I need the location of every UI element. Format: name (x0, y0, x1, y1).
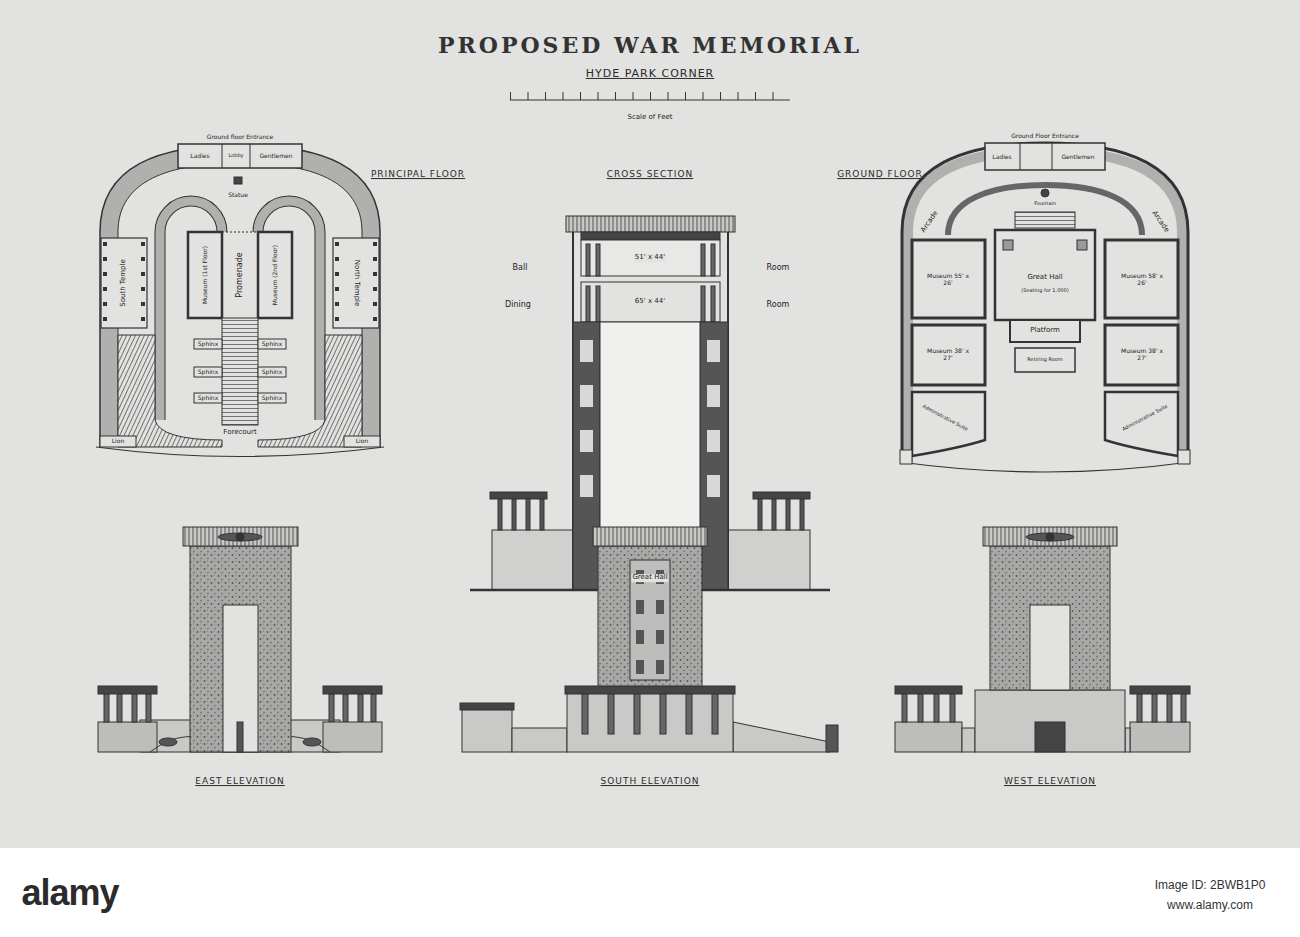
plan-label: Sphinx (261, 341, 283, 348)
plan-label: Gentlemen (258, 153, 293, 160)
plan-label: Room (766, 264, 791, 273)
plan-label: Dining (504, 301, 532, 310)
plan-label: (Seating for 1,000) (1020, 288, 1069, 294)
plan-label: Forecourt (222, 429, 257, 437)
plan-label: Lobby (227, 153, 244, 159)
plan-label: Arcade (1149, 209, 1170, 235)
plan-label: Museum 38' x 27' (925, 348, 971, 361)
plan-label: Museum 55' x 26' (925, 273, 971, 286)
plan-label: Fountain (1033, 201, 1057, 207)
sheet-title: PROPOSED WAR MEMORIAL (438, 33, 862, 57)
plan-label: Ladies (991, 154, 1012, 161)
drawing-heading: SOUTH ELEVATION (601, 777, 700, 787)
plan-label: Great Hall (1026, 274, 1063, 282)
plan-label: Ladies (189, 153, 210, 160)
plan-label: Administrative Suite (1120, 403, 1169, 433)
watermark: Image ID: 2BWB1P0 (1155, 879, 1266, 892)
plan-label: Museum (2nd Floor) (272, 244, 279, 306)
plan-label: Administrative Suite (920, 403, 969, 433)
plan-label: Arcade (919, 209, 940, 235)
plan-label: Ground Floor Entrance (1010, 133, 1080, 140)
drawing-heading: WEST ELEVATION (1004, 777, 1096, 787)
scale-bar (510, 96, 790, 100)
plan-label: Sphinx (197, 341, 219, 348)
plan-label: Ball (512, 264, 529, 273)
plan-label: Museum (1st Floor) (202, 245, 209, 305)
plan-label: Statue (227, 192, 249, 199)
footer-strip (0, 848, 1300, 937)
plan-label: Lion (111, 438, 125, 445)
cross-section (470, 216, 830, 590)
principal-floor-plan (96, 144, 384, 457)
paper (0, 0, 1300, 848)
south-elevation (460, 527, 838, 752)
plan-label: 51' x 44' (634, 254, 666, 262)
plan-label: Platform (1029, 327, 1061, 335)
drawing-heading: EAST ELEVATION (195, 777, 284, 787)
plan-label: Ground floor Entrance (206, 134, 274, 141)
drawing-heading: HYDE PARK CORNER (586, 68, 715, 80)
drawing-heading: GROUND FLOOR (837, 170, 923, 180)
plan-label: Great Hall (631, 574, 668, 582)
drawing-heading: PRINCIPAL FLOOR (371, 170, 465, 180)
plan-label: Sphinx (197, 395, 219, 402)
plan-label: Lion (355, 438, 369, 445)
plan-label: North Temple (352, 259, 360, 308)
drawing-heading: CROSS SECTION (607, 170, 694, 180)
plan-label: Scale of Feet (626, 114, 673, 122)
plan-label: Promenade (236, 251, 245, 298)
plan-label: Sphinx (261, 369, 283, 376)
watermark: www.alamy.com (1167, 899, 1253, 912)
east-elevation (98, 527, 382, 752)
plan-label: Room (766, 301, 791, 310)
plan-label: Sphinx (261, 395, 283, 402)
plan-label: South Temple (120, 258, 128, 307)
plan-label: Sphinx (197, 369, 219, 376)
plan-label: Museum 58' x 26' (1119, 273, 1165, 286)
plan-label: Retiring Room (1026, 357, 1063, 363)
ground-floor-plan (900, 143, 1190, 472)
west-elevation (895, 527, 1190, 752)
plan-label: Gentlemen (1060, 154, 1095, 161)
plan-label: Museum 38' x 27' (1119, 348, 1165, 361)
watermark: alamy (21, 873, 118, 913)
plan-label: 65' x 44' (634, 298, 666, 306)
